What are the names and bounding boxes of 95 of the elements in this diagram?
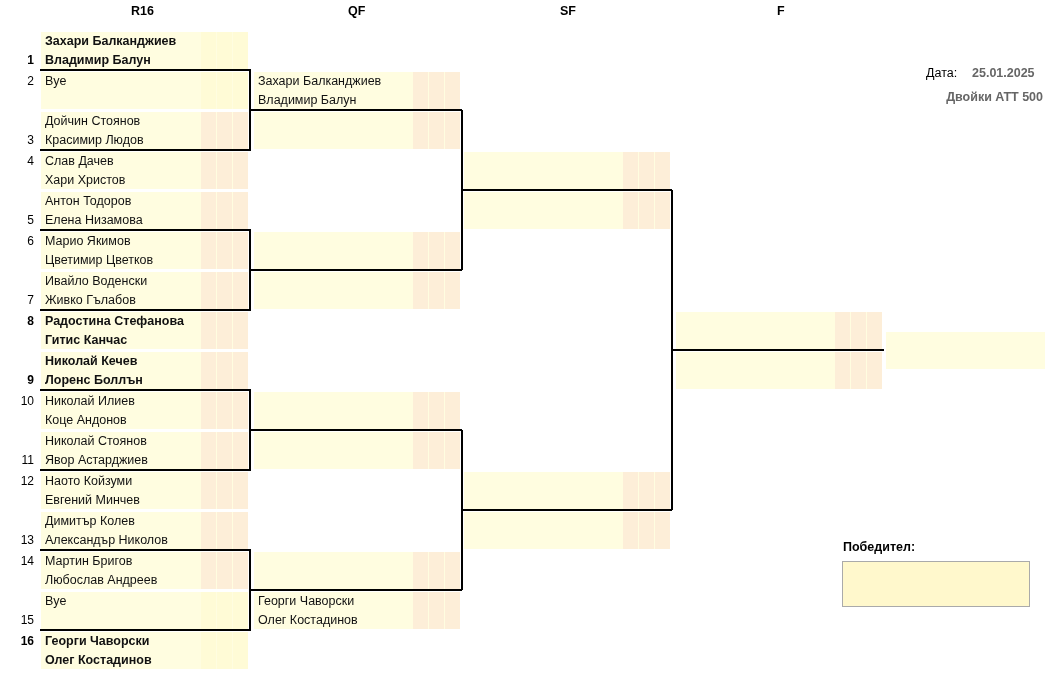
round-heading: F bbox=[777, 4, 785, 19]
tournament-category: Двойки ATT 500 bbox=[946, 90, 1043, 105]
player-name: Радостина Стефанова bbox=[45, 314, 184, 329]
team-slot bbox=[464, 192, 670, 229]
seed-number: 16 bbox=[20, 634, 34, 649]
team-slot bbox=[254, 232, 460, 269]
player-name: Коце Андонов bbox=[45, 413, 127, 428]
team-slot bbox=[254, 272, 460, 309]
player-name: Владимир Балун bbox=[258, 93, 357, 108]
seed-number: 12 bbox=[20, 474, 34, 489]
team-slot bbox=[41, 32, 248, 69]
seed-number: 4 bbox=[27, 154, 34, 169]
team-slot bbox=[254, 552, 460, 589]
team-slot bbox=[41, 472, 248, 509]
round-heading: SF bbox=[560, 4, 576, 19]
player-name: Любослав Андреев bbox=[45, 573, 158, 588]
player-name: Захари Балканджиев bbox=[258, 74, 382, 89]
player-name: Николай Илиев bbox=[45, 394, 135, 409]
player-name: Димитър Колев bbox=[45, 514, 135, 529]
seed-number: 13 bbox=[20, 533, 34, 548]
player-name: Мартин Бригов bbox=[45, 554, 133, 569]
team-slot bbox=[254, 392, 460, 429]
player-name: Хари Христов bbox=[45, 173, 126, 188]
bracket-line bbox=[39, 389, 463, 431]
bracket-line bbox=[671, 349, 673, 511]
team-slot bbox=[254, 72, 460, 109]
bracket-line bbox=[39, 69, 463, 111]
bracket-line bbox=[461, 429, 673, 511]
player-name: Живко Гълабов bbox=[45, 293, 136, 308]
team-slot bbox=[41, 152, 248, 189]
seed-number: 5 bbox=[27, 213, 34, 228]
date-value: 25.01.2025 bbox=[972, 66, 1035, 81]
team-slot bbox=[676, 352, 882, 389]
player-name: Николай Кечев bbox=[45, 354, 138, 369]
bracket-line bbox=[39, 229, 463, 271]
seed-number: 7 bbox=[27, 293, 34, 308]
bracket-line bbox=[461, 109, 673, 191]
seed-number: 6 bbox=[27, 234, 34, 249]
player-name: Георги Чаворски bbox=[45, 634, 150, 649]
bracket-line bbox=[461, 509, 463, 591]
round-heading: R16 bbox=[131, 4, 154, 19]
player-name: Владимир Балун bbox=[45, 53, 151, 68]
player-name: Евгений Минчев bbox=[45, 493, 140, 508]
player-name: Захари Балканджиев bbox=[45, 34, 177, 49]
player-name: Bye bbox=[45, 74, 67, 89]
player-name: Олег Костадинов bbox=[45, 653, 152, 668]
player-name: Лоренс Боллън bbox=[45, 373, 143, 388]
seed-number: 14 bbox=[20, 554, 34, 569]
team-slot bbox=[41, 72, 248, 109]
player-name: Гитис Канчас bbox=[45, 333, 128, 348]
team-slot bbox=[254, 592, 460, 629]
team-slot bbox=[41, 392, 248, 429]
seed-number: 15 bbox=[20, 613, 34, 628]
winner-cell bbox=[886, 332, 1045, 369]
team-slot bbox=[676, 312, 882, 349]
player-name: Bye bbox=[45, 594, 67, 609]
team-slot bbox=[41, 312, 248, 349]
seed-number: 9 bbox=[27, 373, 34, 388]
team-slot bbox=[464, 512, 670, 549]
team-slot bbox=[254, 112, 460, 149]
date-label: Дата: bbox=[926, 66, 958, 81]
seed-number: 10 bbox=[20, 394, 34, 409]
round-heading: QF bbox=[348, 4, 366, 19]
seed-number: 8 bbox=[27, 314, 34, 329]
team-slot bbox=[464, 152, 670, 189]
team-slot bbox=[41, 552, 248, 589]
seed-number: 2 bbox=[27, 74, 34, 89]
player-name: Антон Тодоров bbox=[45, 194, 132, 209]
team-slot bbox=[254, 432, 460, 469]
player-name: Дойчин Стоянов bbox=[45, 114, 141, 129]
player-name: Елена Низамова bbox=[45, 213, 143, 228]
player-name: Слав Дачев bbox=[45, 154, 114, 169]
player-name: Цветимир Цветков bbox=[45, 253, 154, 268]
player-name: Георги Чаворски bbox=[258, 594, 355, 609]
team-slot bbox=[41, 232, 248, 269]
seed-number: 1 bbox=[27, 53, 34, 68]
player-name: Александър Николов bbox=[45, 533, 168, 548]
player-name: Красимир Людов bbox=[45, 133, 144, 148]
player-name: Наото Койзуми bbox=[45, 474, 133, 489]
player-name: Ивайло Воденски bbox=[45, 274, 148, 289]
team-slot bbox=[41, 352, 248, 389]
bracket-line bbox=[671, 189, 885, 351]
team-slot bbox=[41, 512, 248, 549]
team-slot bbox=[41, 192, 248, 229]
winner-heading: Победител: bbox=[843, 540, 916, 555]
player-name: Марио Якимов bbox=[45, 234, 131, 249]
team-slot bbox=[464, 472, 670, 509]
player-name: Николай Стоянов bbox=[45, 434, 147, 449]
team-slot bbox=[41, 632, 248, 669]
player-name: Олег Костадинов bbox=[258, 613, 358, 628]
bracket-line bbox=[461, 189, 463, 271]
bracket-line bbox=[39, 549, 463, 591]
seed-number: 11 bbox=[21, 453, 34, 468]
player-name: Явор Астарджиев bbox=[45, 453, 148, 468]
seed-number: 3 bbox=[27, 133, 34, 148]
